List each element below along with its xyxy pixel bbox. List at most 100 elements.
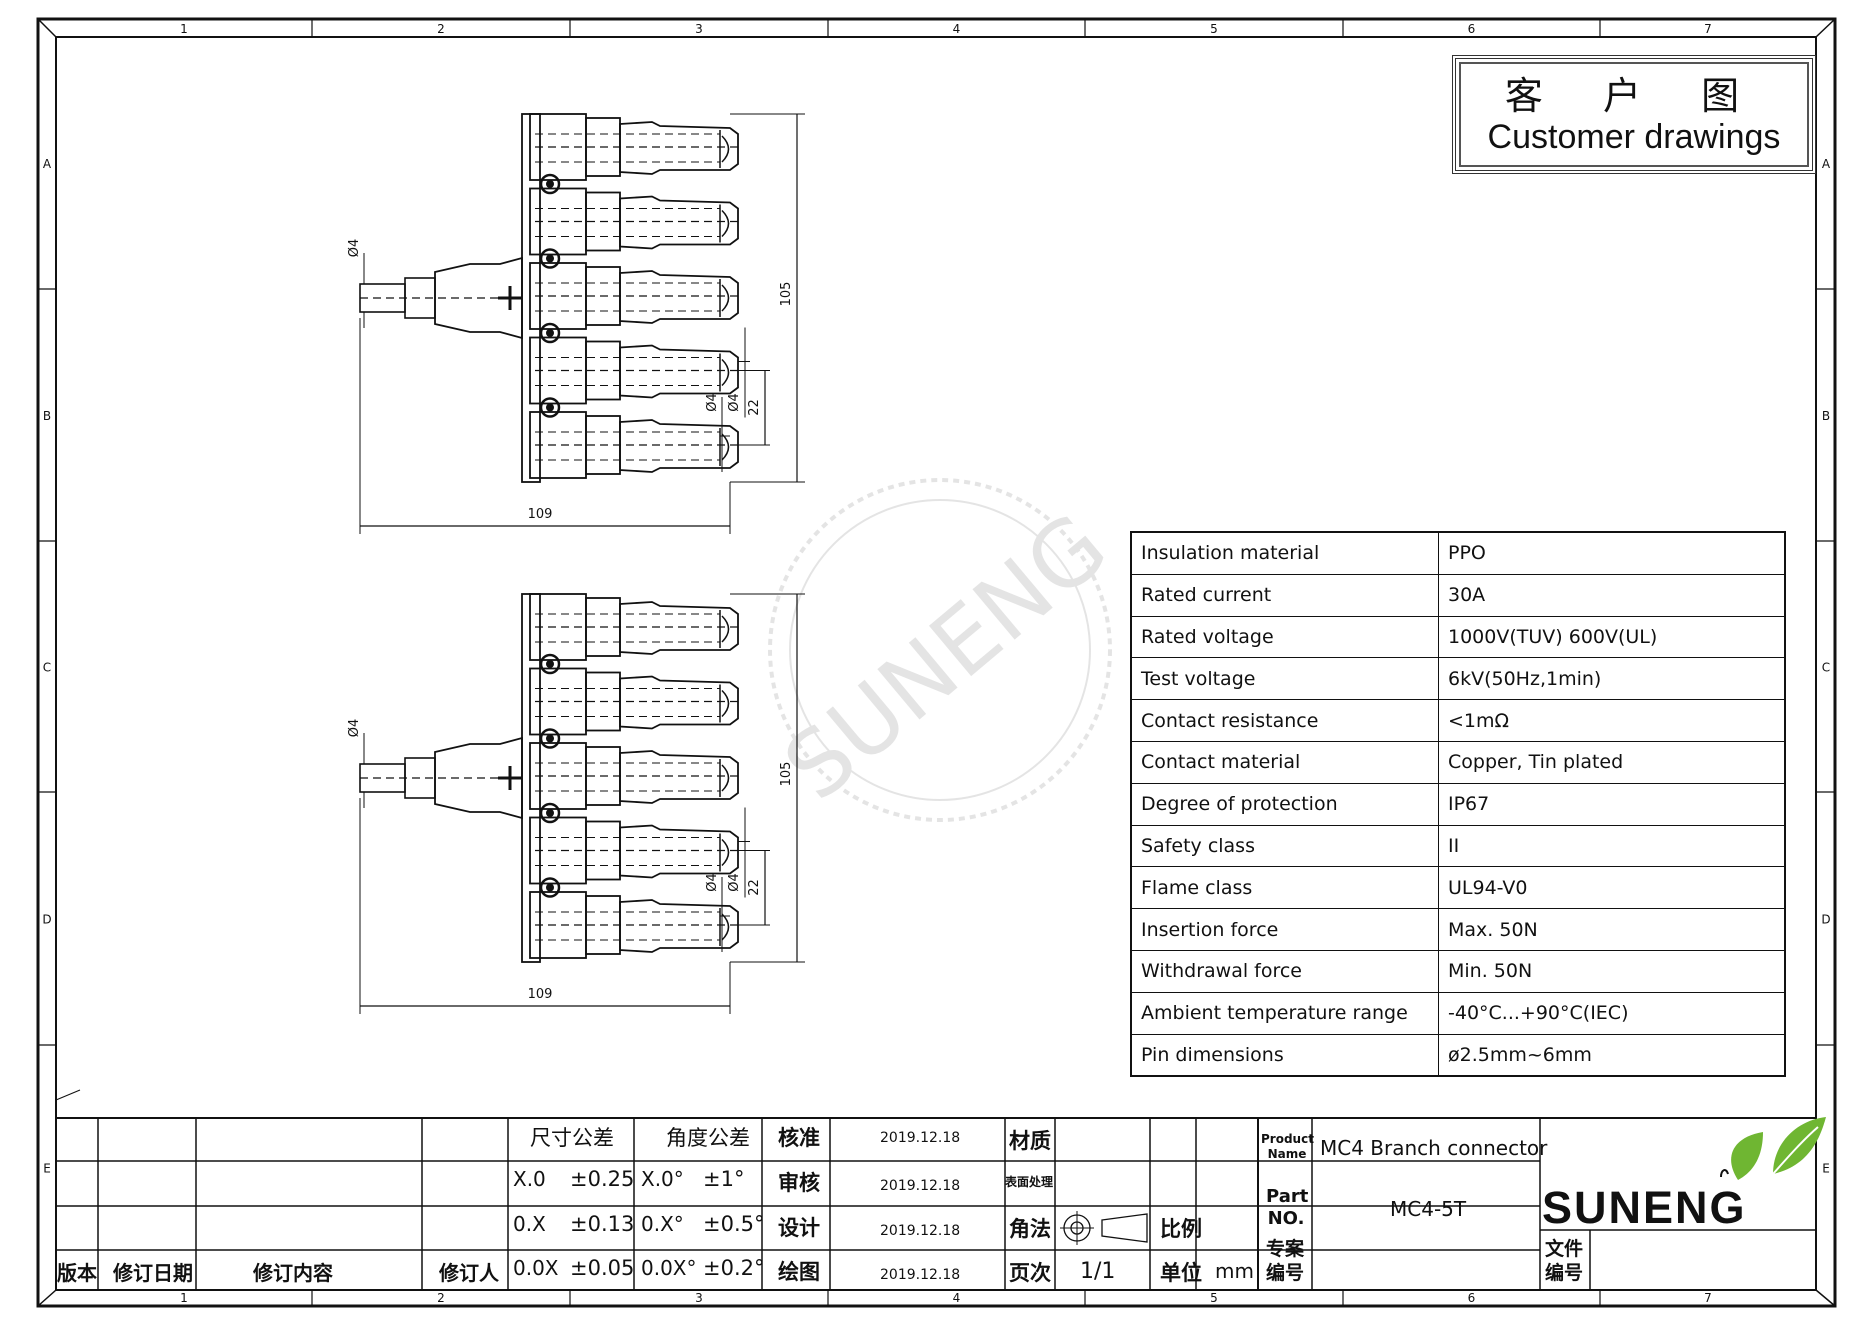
sleeve-curve [721,358,730,387]
branch-sleeve [619,121,739,175]
input-housing [434,256,523,340]
sleeve-curve [721,135,730,163]
projection-label: 角法 [1009,1217,1051,1241]
rev-header-reviser: 修订人 [439,1261,499,1285]
product-label: Product Name [1261,1132,1314,1161]
branch-sleeve [619,899,739,953]
sleeve-curve [721,615,730,643]
angle-tol-value: ±1° [703,1167,745,1191]
spec-value: Max. 50N [1438,908,1786,951]
dim-outlet-dia-2: Ø4 [705,873,720,892]
grid-col-label-top: 7 [1704,22,1712,36]
size-tol-value: ±0.05 [570,1256,635,1280]
grid-row-label-right: C [1822,661,1830,675]
part-label: Part NO. [1266,1186,1309,1229]
spec-key: Pin dimensions [1130,1033,1439,1077]
grid-row-label-left: A [43,157,52,171]
material-label: 材质 [1009,1129,1051,1153]
size-tol-value: ±0.25 [570,1167,635,1191]
grid-col-label-bottom: 3 [695,1291,703,1305]
watermark-text: SUNENG [765,494,1127,821]
inner-frame [55,36,1817,1291]
latch-circle [539,248,561,269]
signoff-date: 2019.12.18 [880,1267,961,1283]
grid-row-label-left: D [42,913,51,927]
spec-value: II [1438,824,1786,868]
sleeve-curve [721,284,730,312]
unit-label: 单位 [1160,1261,1202,1285]
spine [521,113,541,483]
dim-width: 109 [528,987,553,1002]
branch-sleeve [619,675,739,730]
angle-tol-grade: 0.X° [641,1212,684,1236]
spec-key: Withdrawal force [1130,949,1439,993]
grid-col-label-top: 3 [695,22,703,36]
latch-circle [539,728,561,749]
corner-line [1815,1289,1836,1307]
spec-key: Degree of protection [1130,782,1439,826]
branch [529,113,740,195]
spec-key: Contact material [1130,740,1439,784]
approve-date: 2019.12.18 [880,1130,961,1146]
input-housing [434,736,523,820]
project-number-label: 专案编号 [1266,1238,1305,1284]
dim-pitch: 22 [747,399,762,416]
signoff-date: 2019.12.18 [880,1178,961,1194]
grid-col-label-bottom: 7 [1704,1291,1712,1305]
spec-key: Test voltage [1130,657,1439,701]
angle-tol-grade: X.0° [641,1167,684,1191]
branch-sleeve [619,344,739,399]
latch-dot [546,403,554,412]
branch [529,816,740,898]
sleeve-curve [721,838,730,867]
spec-key: Safety class [1130,824,1439,868]
grid-col-label-bottom: 4 [953,1291,961,1305]
branch-sleeve [619,750,739,804]
dim-height: 105 [779,762,794,787]
spec-value: 1000V(TUV) 600V(UL) [1438,615,1786,659]
spec-value: Copper, Tin plated [1438,740,1786,784]
rev-header-content: 修订内容 [253,1261,333,1285]
spec-value: 6kV(50Hz,1min) [1438,657,1786,701]
latch-circle [539,397,561,418]
spec-key: Contact resistance [1130,699,1439,742]
file-number-label: 文件编号 [1545,1238,1584,1284]
spec-value: ø2.5mm~6mm [1438,1033,1786,1077]
suneng-logo: SUNENG [1542,1182,1747,1233]
corner-line [37,18,57,38]
grid-row-label-right: B [1822,409,1830,423]
title-english: Customer drawings [1487,118,1781,156]
spec-key: Insertion force [1130,908,1439,951]
angle-tol-value: ±0.5° [703,1212,765,1236]
dim-height: 105 [779,282,794,307]
tb-corner [55,1089,81,1101]
title-box: 客 户 图 Customer drawings [1452,55,1816,174]
grid-row-label-right: A [1822,157,1831,171]
dim-input-dia: Ø4 [347,719,362,738]
signoff-date: 2019.12.18 [880,1223,961,1239]
drawing-frame [36,17,1837,1308]
spec-value: <1mΩ [1438,699,1786,742]
unit-value: mm [1215,1259,1254,1283]
spec-value: PPO [1438,531,1786,575]
sleeve-curve [721,689,730,718]
branch [529,262,740,344]
approve-label: 核准 [778,1126,820,1150]
size-tol-grade: 0.0X [513,1256,559,1280]
spec-key: Rated voltage [1130,615,1439,659]
angle-tol-grade: 0.0X° [641,1256,697,1280]
sleeve-curve [721,209,730,238]
grid-col-label-bottom: 1 [180,1291,188,1305]
grid-row-label-right: E [1822,1162,1830,1176]
